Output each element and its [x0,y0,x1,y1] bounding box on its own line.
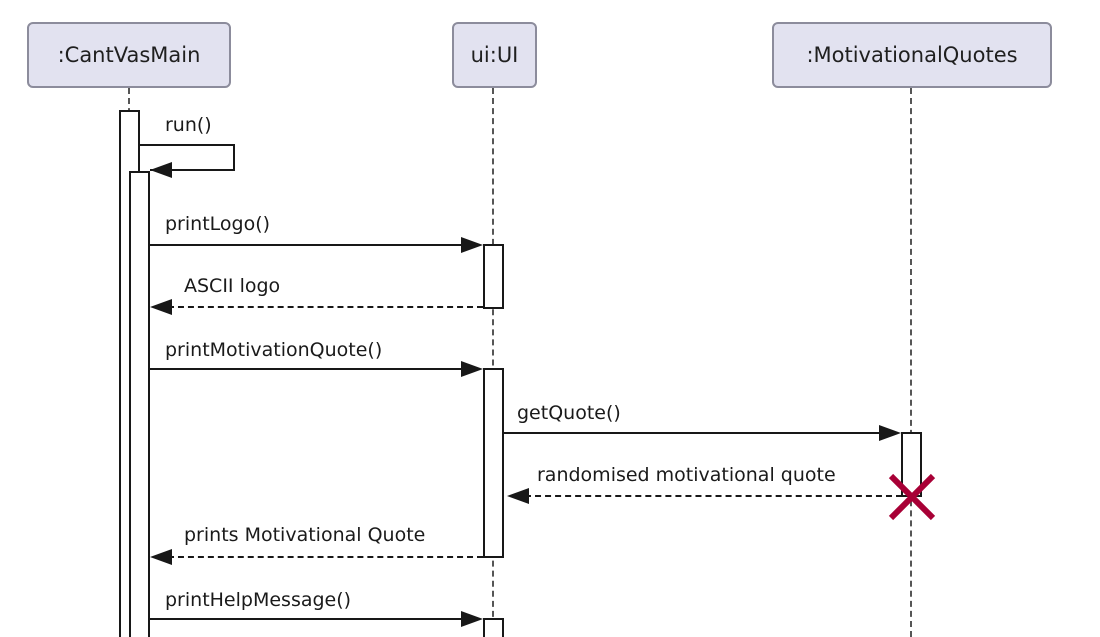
arrowhead-printmotivationquote-icon [461,361,483,377]
destroy-x-icon [888,473,936,521]
message-arrow-printhelpmessage [150,618,464,620]
arrowhead-randomised-quote-icon [507,488,529,504]
activation-bar-ui-printmotivationquote [483,368,504,558]
participant-box-cantvasmain: :CantVasMain [27,22,231,88]
lifeline-ui [492,88,494,637]
activation-bar-cantvasmain-2 [129,171,150,637]
message-arrow-printmotivationquote [150,368,464,370]
message-label-randomised-quote: randomised motivational quote [537,464,836,486]
message-label-ascii-logo: ASCII logo [184,275,281,297]
arrowhead-prints-motivational-quote-icon [150,549,172,565]
message-arrow-run-side [233,144,235,171]
message-arrow-run-top [140,144,235,146]
message-arrow-prints-motivational-quote [168,556,483,558]
arrowhead-getquote-icon [879,425,901,441]
message-label-printlogo: printLogo() [165,213,271,235]
message-label-printmotivationquote: printMotivationQuote() [165,339,383,361]
message-arrow-printlogo [150,244,464,246]
message-label-getquote: getQuote() [517,402,621,424]
message-arrow-ascii-logo [168,306,483,308]
arrowhead-printlogo-icon [461,237,483,253]
participant-label-cantvasmain: :CantVasMain [57,43,201,67]
arrowhead-run-icon [150,162,172,178]
arrowhead-printhelpmessage-icon [461,611,483,627]
arrowhead-ascii-logo-icon [150,299,172,315]
activation-bar-ui-printlogo [483,244,504,309]
participant-label-motivationalquotes: :MotivationalQuotes [806,43,1018,67]
message-arrow-run-bottom [150,169,235,171]
participant-box-ui: ui:UI [452,22,537,88]
message-label-prints-motivational-quote: prints Motivational Quote [184,524,426,546]
message-arrow-randomised-quote [525,495,902,497]
message-arrow-getquote [504,432,882,434]
lifeline-motivationalquotes [910,88,912,637]
participant-box-motivationalquotes: :MotivationalQuotes [772,22,1052,88]
message-label-run: run() [165,114,212,136]
message-label-printhelpmessage: printHelpMessage() [165,589,352,611]
activation-bar-ui-printhelpmessage [483,618,504,637]
participant-label-ui: ui:UI [470,43,519,67]
